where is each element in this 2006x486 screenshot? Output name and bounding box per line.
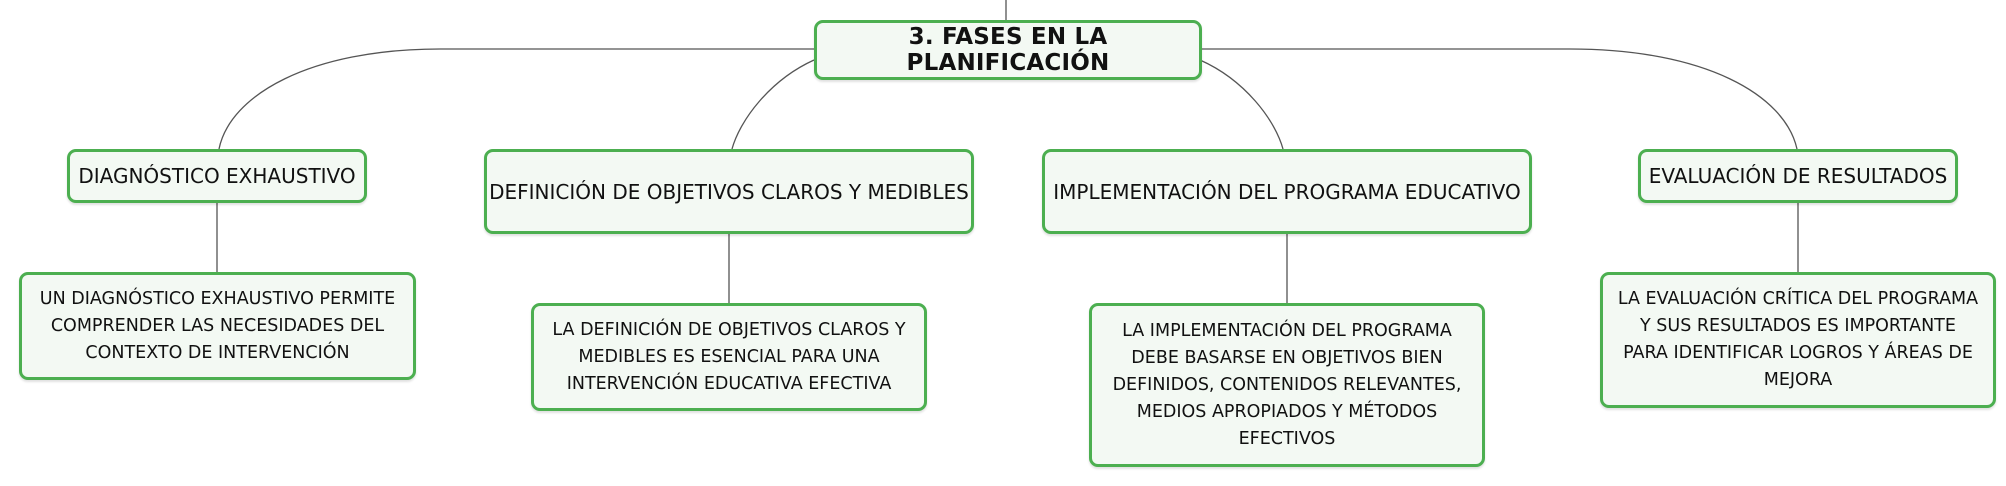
detail-topic-text: LA EVALUACIÓN CRÍTICA DEL PROGRAMA Y SUS… xyxy=(1617,289,1979,390)
connector-root-to-branch-3 xyxy=(1199,59,1284,150)
root-topic[interactable]: 3. FASES EN LA PLANIFICACIÓN xyxy=(814,20,1202,80)
detail-topic-implementacion[interactable]: LA IMPLEMENTACIÓN DEL PROGRAMA DEBE BASA… xyxy=(1089,303,1485,467)
root-topic-label: 3. FASES EN LA PLANIFICACIÓN xyxy=(906,24,1110,76)
connector-root-to-branch-2 xyxy=(731,59,815,150)
branch-topic-label: EVALUACIÓN DE RESULTADOS xyxy=(1648,164,1948,188)
branch-topic-implementacion[interactable]: IMPLEMENTACIÓN DEL PROGRAMA EDUCATIVO xyxy=(1042,149,1532,234)
detail-topic-evaluacion[interactable]: LA EVALUACIÓN CRÍTICA DEL PROGRAMA Y SUS… xyxy=(1600,272,1996,408)
branch-topic-objetivos[interactable]: DEFINICIÓN DE OBJETIVOS CLAROS Y MEDIBLE… xyxy=(484,149,974,234)
detail-topic-diagnostico[interactable]: UN DIAGNÓSTICO EXHAUSTIVO PERMITE COMPRE… xyxy=(19,272,416,380)
branch-topic-evaluacion[interactable]: EVALUACIÓN DE RESULTADOS xyxy=(1638,149,1958,203)
detail-topic-text: LA DEFINICIÓN DE OBJETIVOS CLAROS Y MEDI… xyxy=(552,319,906,394)
branch-topic-label: DIAGNÓSTICO EXHAUSTIVO xyxy=(78,164,356,188)
detail-topic-text: UN DIAGNÓSTICO EXHAUSTIVO PERMITE COMPRE… xyxy=(39,288,396,363)
branch-topic-label: IMPLEMENTACIÓN DEL PROGRAMA EDUCATIVO xyxy=(1053,179,1521,204)
connector-root-to-branch-4 xyxy=(1200,48,1798,150)
connector-root-to-branch-1 xyxy=(218,48,814,150)
detail-topic-objetivos[interactable]: LA DEFINICIÓN DE OBJETIVOS CLAROS Y MEDI… xyxy=(531,303,927,411)
branch-topic-label: DEFINICIÓN DE OBJETIVOS CLAROS Y MEDIBLE… xyxy=(489,179,969,204)
detail-topic-text: LA IMPLEMENTACIÓN DEL PROGRAMA DEBE BASA… xyxy=(1112,320,1462,449)
branch-topic-diagnostico[interactable]: DIAGNÓSTICO EXHAUSTIVO xyxy=(67,149,367,203)
